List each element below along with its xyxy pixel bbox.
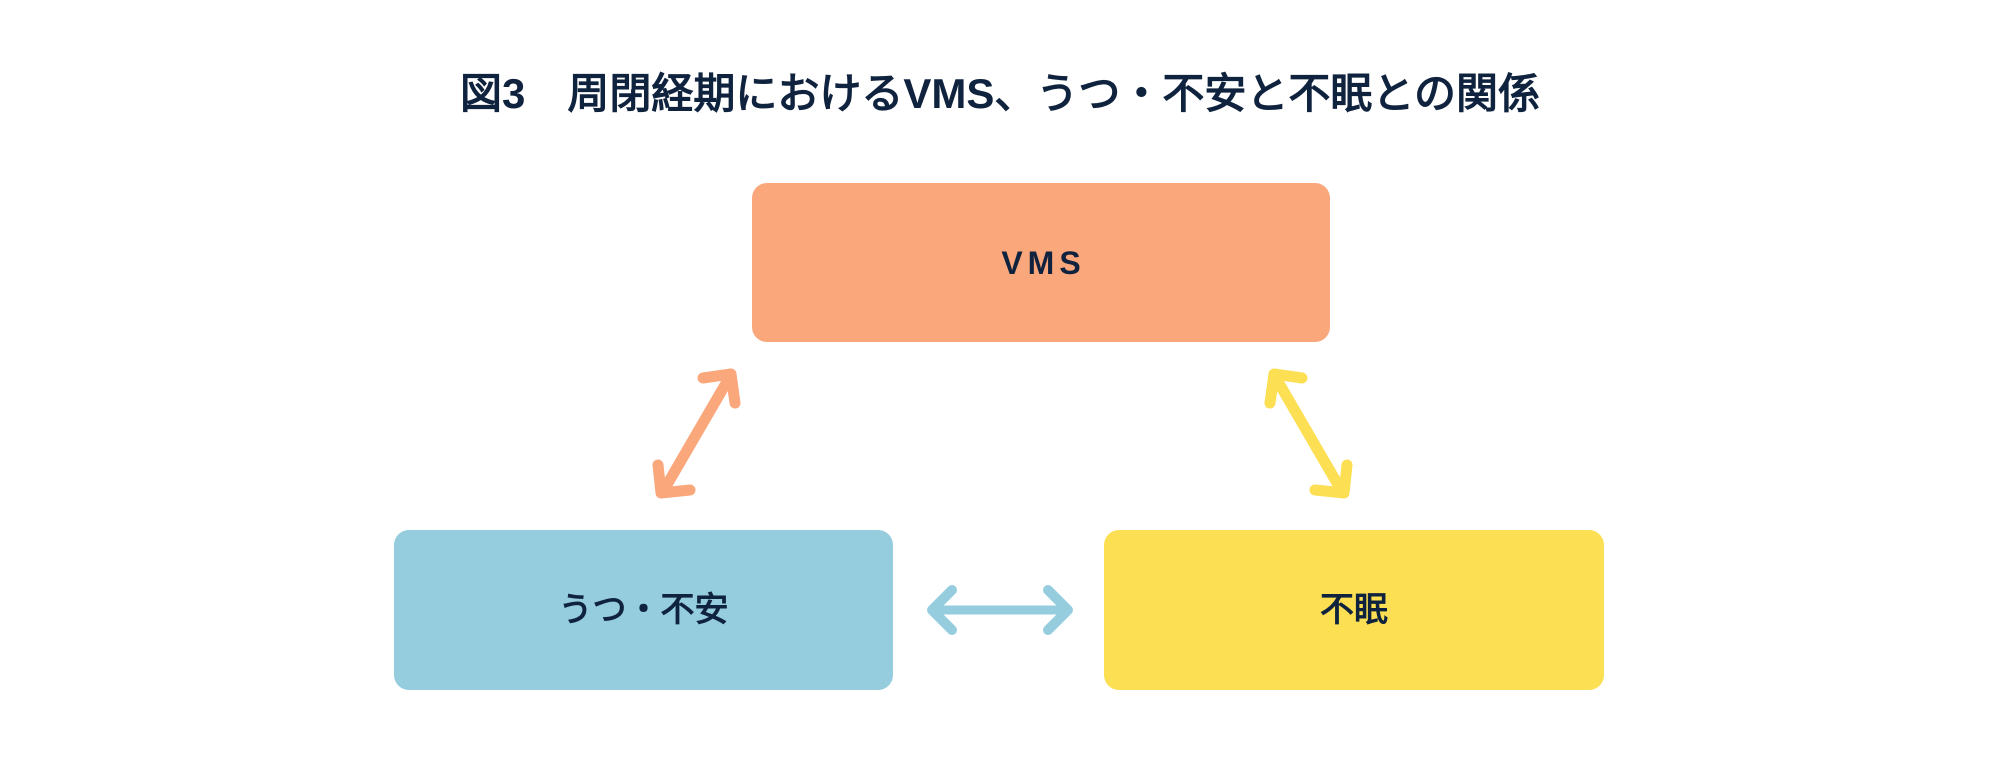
arrow-depression-insomnia-head-left xyxy=(927,585,957,635)
arrow-vms-insomnia-shaft xyxy=(1274,379,1343,489)
arrow-vms-insomnia xyxy=(1264,368,1353,499)
arrow-vms-depression-head-up xyxy=(697,368,741,409)
arrow-depression-insomnia xyxy=(927,585,1073,635)
arrow-vms-insomnia-head-down xyxy=(1309,459,1353,499)
node-insomnia-label: 不眠 xyxy=(1320,591,1388,629)
arrow-vms-depression xyxy=(652,368,741,499)
arrow-vms-insomnia-head-up xyxy=(1264,368,1308,409)
arrow-vms-depression-head-down xyxy=(652,459,696,499)
node-vms-label: VMS xyxy=(1001,244,1086,281)
figure-title: 図3 周閉経期におけるVMS、うつ・不安と不眠との関係 xyxy=(460,70,1540,117)
arrow-depression-insomnia-head-right xyxy=(1043,585,1073,635)
node-vms[interactable]: VMS xyxy=(752,183,1330,342)
node-insomnia[interactable]: 不眠 xyxy=(1104,530,1604,690)
arrow-vms-depression-shaft xyxy=(662,379,731,489)
node-depression-anxiety-label: うつ・不安 xyxy=(558,591,729,629)
node-depression-anxiety[interactable]: うつ・不安 xyxy=(394,530,893,690)
